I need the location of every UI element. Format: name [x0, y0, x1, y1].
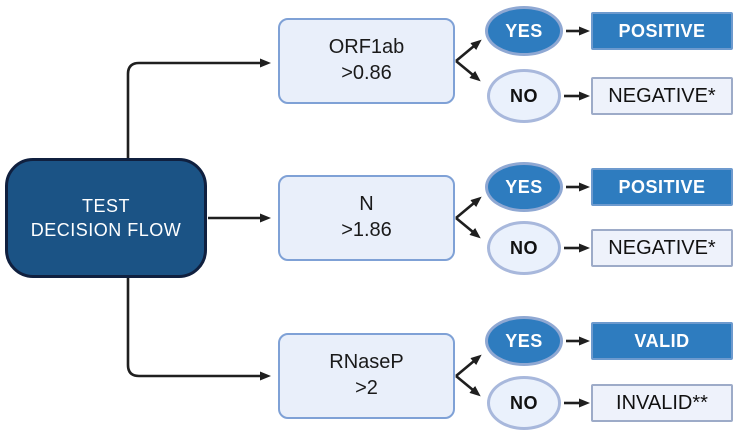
result-valid-rnasep: VALID	[591, 322, 733, 360]
condition-threshold: >1.86	[341, 219, 392, 241]
condition-node-n: N >1.86	[278, 175, 455, 261]
no-node-n: NO	[487, 221, 561, 275]
result-positive-n: POSITIVE	[591, 168, 733, 206]
no-node-orf1ab: NO	[487, 69, 561, 123]
result-negative-n: NEGATIVE*	[591, 229, 733, 267]
arrow-root-to-orf1ab	[126, 58, 271, 158]
condition-name: RNaseP	[329, 351, 404, 374]
arrow-orf1ab-to-yes	[455, 39, 482, 62]
arrow-n-to-no	[455, 216, 481, 239]
result-positive-orf1ab: POSITIVE	[591, 12, 733, 50]
arrow-rnasep-to-yes	[455, 354, 482, 377]
condition-node-orf1ab: ORF1ab >0.86	[278, 18, 455, 104]
yes-node-n: YES	[485, 162, 563, 212]
no-node-rnasep: NO	[487, 376, 561, 430]
condition-name: ORF1ab	[328, 36, 405, 59]
root-node-test-decision-flow: TEST DECISION FLOW	[5, 158, 207, 278]
condition-name: N	[359, 193, 374, 216]
condition-threshold: >2	[355, 377, 378, 399]
arrow-orf1ab-to-no	[455, 59, 481, 82]
arrow-n-to-yes	[455, 196, 482, 219]
root-node-label-line1: TEST	[81, 195, 130, 216]
condition-node-rnasep: RNaseP >2	[278, 333, 455, 419]
root-node-label-line2: DECISION FLOW	[30, 220, 182, 240]
yes-node-rnasep: YES	[485, 316, 563, 366]
arrow-rnasep-to-no	[455, 374, 481, 397]
yes-node-orf1ab: YES	[485, 6, 563, 56]
arrow-root-to-rnasep	[126, 278, 271, 381]
result-invalid-rnasep: INVALID**	[591, 384, 733, 422]
condition-threshold: >0.86	[341, 62, 392, 84]
result-negative-orf1ab: NEGATIVE*	[591, 77, 733, 115]
